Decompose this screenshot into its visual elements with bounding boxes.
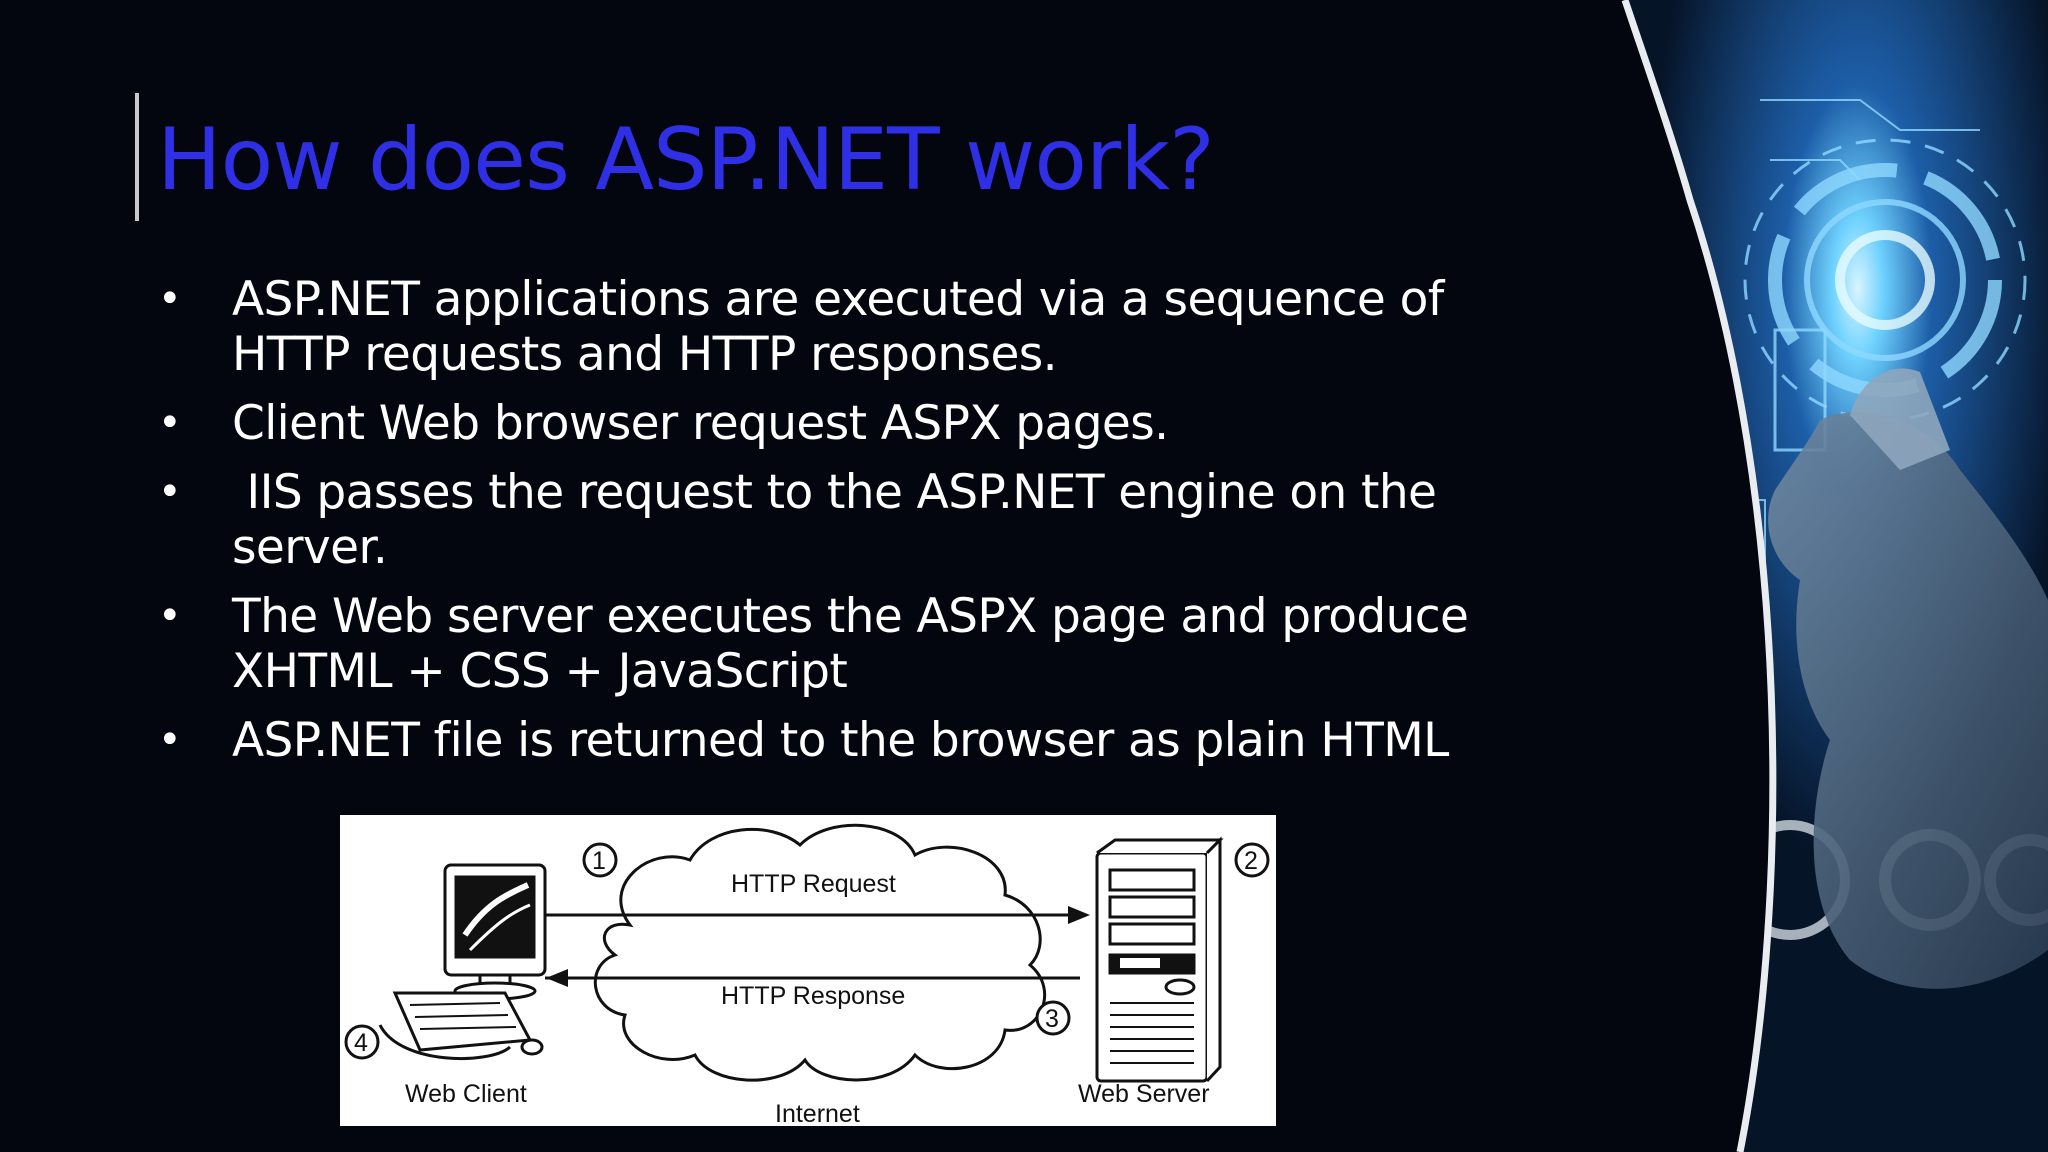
- web-client-label: Web Client: [405, 1080, 527, 1108]
- bullet-dot: •: [158, 593, 182, 639]
- http-response-label: HTTP Response: [721, 982, 905, 1010]
- http-request-label: HTTP Request: [731, 870, 896, 898]
- server-icon: [1095, 836, 1224, 1083]
- technology-hand-image: [1621, 0, 2048, 1152]
- step-3-marker: 3: [1035, 1000, 1071, 1036]
- step-1-marker: 1: [582, 842, 618, 878]
- bullet-dot: •: [158, 400, 182, 446]
- bullet-text: ASP.NET file is returned to the browser …: [232, 713, 1449, 768]
- cloud-icon: [593, 823, 1047, 1082]
- bullet-item: • ASP.NET file is returned to the browse…: [155, 713, 1655, 768]
- step-1-label: 1: [592, 847, 606, 875]
- step-3-label: 3: [1045, 1005, 1059, 1033]
- bullet-item: • IIS passes the request to the ASP.NET …: [155, 465, 1655, 575]
- step-2-label: 2: [1244, 847, 1258, 875]
- step-2-marker: 2: [1234, 842, 1270, 878]
- bullet-item: • Client Web browser request ASPX pages.: [155, 396, 1655, 451]
- computer-icon: [378, 863, 547, 1061]
- bullet-list: • ASP.NET applications are executed via …: [155, 272, 1655, 782]
- bullet-item: • The Web server executes the ASPX page …: [155, 589, 1655, 699]
- step-4-marker: 4: [344, 1024, 380, 1060]
- bullet-dot: •: [158, 276, 182, 322]
- slide-title: How does ASP.NET work?: [157, 110, 1215, 210]
- bullet-dot: •: [158, 469, 182, 515]
- http-diagram: HTTP Request HTTP Response: [340, 815, 1276, 1126]
- bullet-text: The Web server executes the ASPX page an…: [232, 589, 1469, 699]
- bullet-text: IIS passes the request to the ASP.NET en…: [232, 465, 1437, 575]
- internet-label: Internet: [775, 1100, 860, 1126]
- bullet-item: • ASP.NET applications are executed via …: [155, 272, 1655, 382]
- bullet-text: ASP.NET applications are executed via a …: [232, 272, 1444, 382]
- bullet-text: Client Web browser request ASPX pages.: [232, 396, 1169, 451]
- web-server-label: Web Server: [1078, 1080, 1210, 1108]
- bullet-dot: •: [158, 717, 182, 763]
- step-4-label: 4: [354, 1029, 368, 1057]
- title-accent-bar: [135, 93, 139, 221]
